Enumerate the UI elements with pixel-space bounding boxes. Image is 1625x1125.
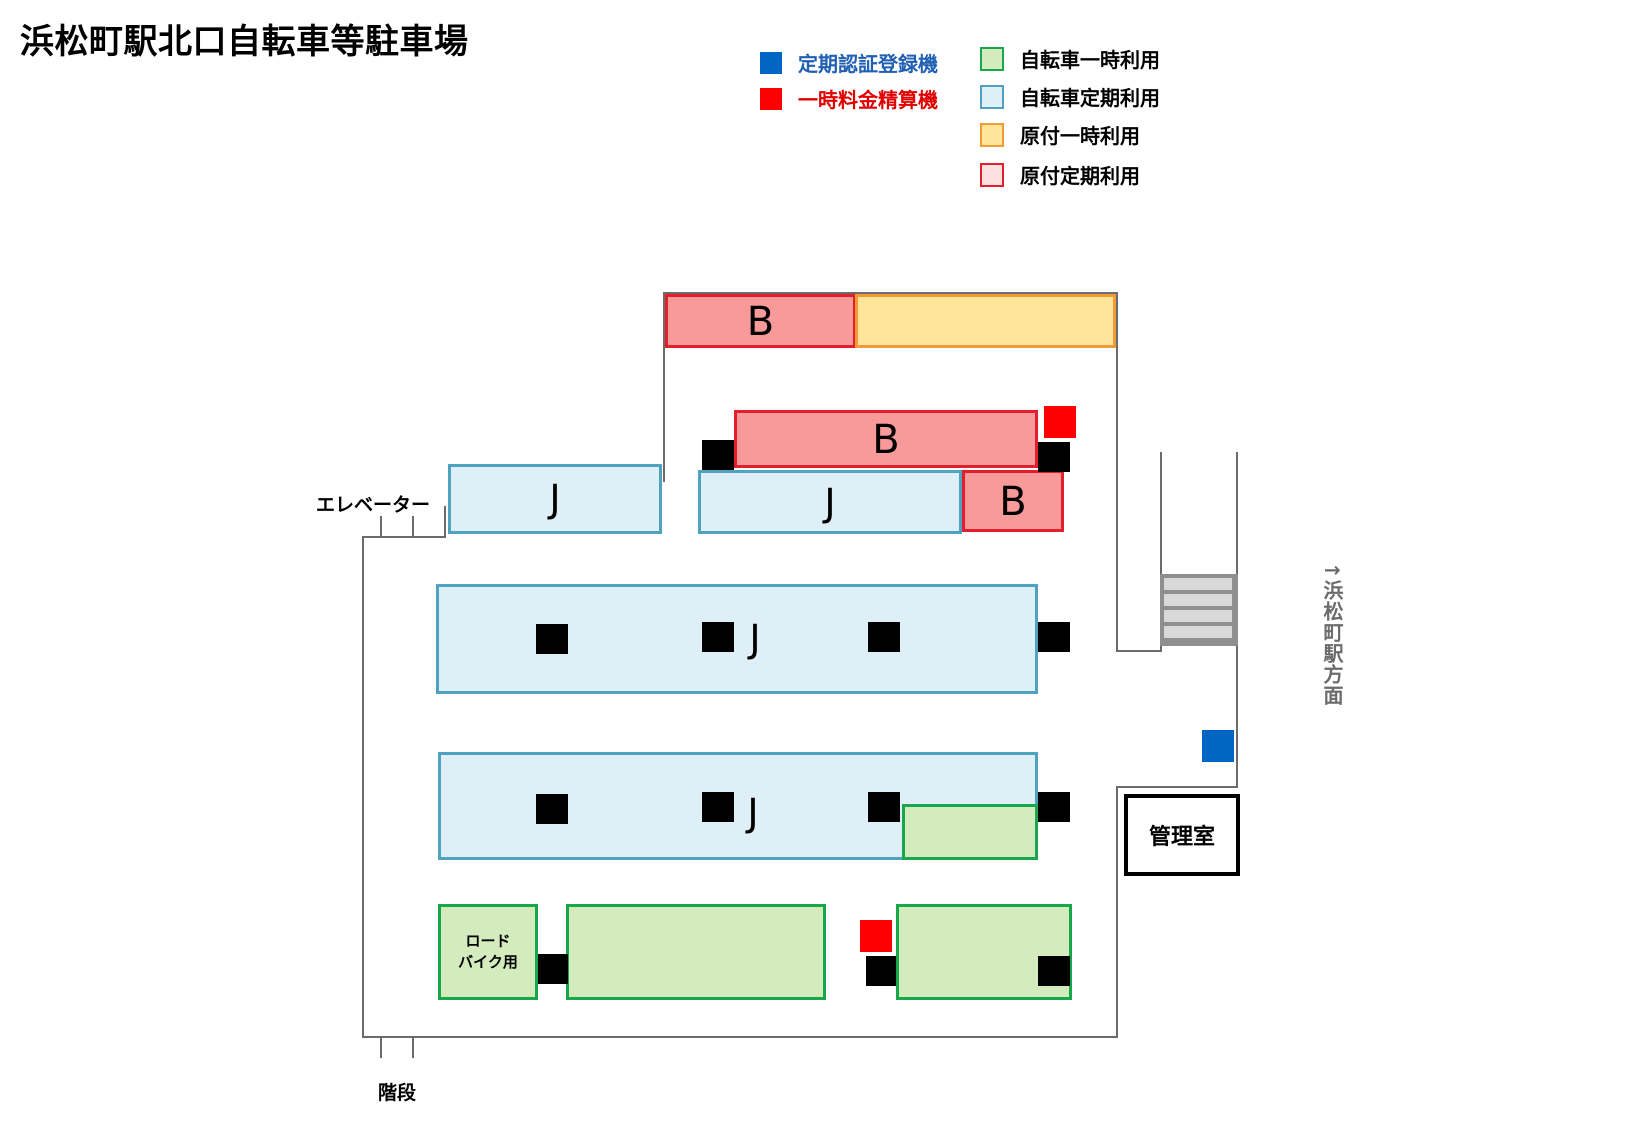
zone-letter: J — [749, 617, 761, 661]
road-bike-label: ロード バイク用 — [441, 931, 535, 973]
legend-label: 一時料金精算機 — [798, 88, 938, 112]
road-bike-label-line1: ロード — [465, 932, 511, 950]
pillar — [866, 956, 896, 986]
pillar — [868, 622, 900, 652]
legend-label: 自転車一時利用 — [1020, 48, 1160, 72]
green-swatch-icon — [980, 46, 1004, 71]
wall — [444, 506, 446, 538]
bicycle-regular-zone: J — [448, 464, 662, 534]
stair-step — [1164, 594, 1232, 606]
wall — [1116, 292, 1118, 652]
wall — [362, 536, 364, 1038]
elevator-door-line — [412, 516, 414, 538]
zone-letter: B — [999, 479, 1027, 525]
zone-letter: B — [746, 299, 775, 345]
wall — [362, 1036, 1118, 1038]
road-bike-zone: ロード バイク用 — [438, 904, 538, 1000]
station-direction-label: ↑浜松町駅方面 — [1320, 562, 1344, 706]
stairs-line — [412, 1036, 414, 1058]
pillar — [702, 792, 734, 822]
elevator-label: エレベーター — [316, 494, 431, 516]
moped-temporary-zone — [855, 294, 1116, 348]
stairs-label: 階段 — [378, 1082, 417, 1104]
wall — [362, 536, 446, 538]
pillar — [536, 624, 568, 654]
legend-label: 定期認証登録機 — [798, 52, 938, 76]
zone-letter: J — [549, 477, 561, 521]
bicycle-temporary-zone — [566, 904, 826, 1000]
legend-item-moped-temporary: 原付一時利用 — [980, 120, 1140, 149]
lightblue-swatch-icon — [980, 84, 1004, 109]
pillar — [1038, 956, 1070, 986]
moped-regular-zone: B — [665, 294, 856, 348]
legend-item-pass-registration-machine: 定期認証登録機 — [760, 48, 938, 77]
payment-machine-marker — [1044, 406, 1076, 438]
payment-machine-marker — [860, 920, 892, 952]
elevator-door-line — [380, 516, 382, 538]
pillar — [1038, 792, 1070, 822]
pillar — [1038, 622, 1070, 652]
pillar — [1038, 442, 1070, 472]
legend-label: 自転車定期利用 — [1020, 86, 1160, 110]
legend-item-bicycle-temporary: 自転車一時利用 — [980, 44, 1160, 73]
legend-item-payment-machine: 一時料金精算機 — [760, 84, 938, 113]
stair-step — [1164, 610, 1232, 622]
wall — [663, 292, 1118, 294]
bicycle-temporary-zone — [902, 804, 1038, 860]
page-title: 浜松町駅北口自転車等駐車場 — [20, 22, 469, 62]
moped-regular-zone: B — [962, 470, 1064, 532]
wall — [663, 292, 665, 482]
stairs-graphic — [1160, 574, 1238, 646]
pink-swatch-icon — [980, 162, 1004, 187]
road-bike-label-line2: バイク用 — [458, 953, 518, 971]
zone-letter: J — [824, 481, 836, 525]
pillar — [702, 622, 734, 652]
moped-regular-zone: B — [734, 410, 1038, 468]
legend-item-moped-regular: 原付定期利用 — [980, 160, 1140, 189]
stairs-line — [380, 1036, 382, 1058]
legend-label: 原付定期利用 — [1020, 164, 1140, 188]
pillar — [702, 440, 734, 470]
wall — [1116, 786, 1238, 788]
stair-step — [1164, 626, 1232, 638]
management-office: 管理室 — [1124, 794, 1240, 876]
bicycle-regular-zone: J — [698, 470, 962, 534]
pass-registration-machine-marker — [1202, 730, 1234, 762]
blue-square-icon — [760, 51, 782, 74]
pillar — [538, 954, 568, 984]
zone-letter: J — [747, 791, 759, 835]
zone-letter: B — [872, 417, 900, 463]
wall — [1116, 786, 1118, 1038]
wall — [1160, 452, 1162, 652]
legend-label: 原付一時利用 — [1020, 124, 1140, 148]
legend-item-bicycle-regular: 自転車定期利用 — [980, 82, 1160, 111]
orange-swatch-icon — [980, 122, 1004, 147]
pillar — [868, 792, 900, 822]
wall — [1116, 650, 1162, 652]
bicycle-regular-zone: J — [436, 584, 1038, 694]
red-square-icon — [760, 87, 782, 110]
pillar — [536, 794, 568, 824]
stair-step — [1164, 578, 1232, 590]
